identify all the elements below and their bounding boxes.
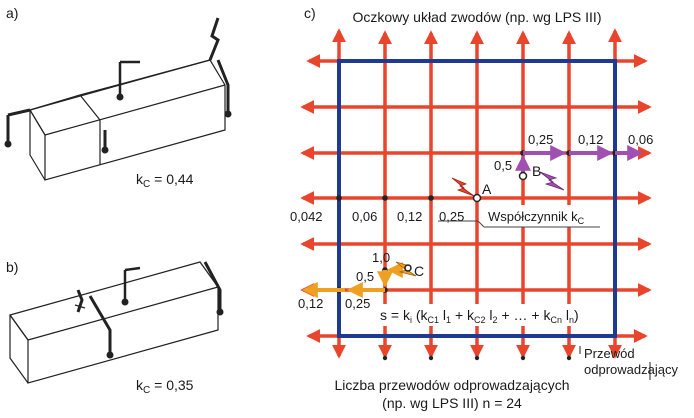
- strike-point-a: [472, 193, 482, 203]
- panel-c-label: c): [304, 5, 316, 21]
- mesh-title: Oczkowy układ zwodów (np. wg LPS III): [353, 9, 602, 25]
- formula: s = ki (kC1 l1 + kC2 l2 + … + kCn ln): [380, 307, 579, 325]
- value-a-2: 0,06: [352, 209, 377, 224]
- panel-b-label: b): [6, 259, 18, 275]
- building-b-grounds: [106, 298, 224, 359]
- ground-node: [566, 355, 572, 361]
- value-b-3: 0,06: [628, 132, 653, 147]
- kc-value-b: kC = 0,35: [136, 377, 194, 396]
- downconductor-count-line1: Liczba przewodów odprowadzających: [334, 377, 569, 393]
- point-label-a: A: [482, 181, 492, 197]
- value-b-2: 0,12: [578, 132, 603, 147]
- junction-node: [428, 195, 434, 201]
- strike-point-c: [404, 264, 412, 272]
- formula-box: [376, 304, 612, 326]
- downconductor-count-line2: (np. wg LPS III) n = 24: [382, 395, 522, 411]
- value-a-4: 0,25: [439, 209, 464, 224]
- value-c-3: 0,12: [298, 296, 323, 311]
- downconductor-label-1: Przewód: [584, 346, 635, 361]
- panel-b: b) kC = 0,35: [6, 259, 224, 396]
- value-b-1: 0,25: [528, 132, 553, 147]
- strike-point-b: [518, 171, 528, 181]
- ground-node: [520, 355, 526, 361]
- path-c-arrows: [301, 262, 403, 298]
- building-b-drawing: [9, 261, 222, 384]
- value-a-1: 0,042: [290, 209, 323, 224]
- building-a-drawing: [6, 17, 230, 181]
- panel-a: a) kC = 0,44: [4, 5, 232, 190]
- value-a-3: 0,12: [397, 209, 422, 224]
- downconductor-label-2: odprowadzający: [584, 362, 678, 377]
- path-b-arrows: [515, 145, 644, 174]
- ground-node: [428, 355, 434, 361]
- building-a-grounds: [4, 93, 232, 154]
- value-c-4: 0,25: [345, 296, 370, 311]
- value-c-2: 0,5: [356, 269, 374, 284]
- panel-a-label: a): [6, 5, 18, 21]
- lightning-strike-icon-a: [451, 177, 475, 197]
- junction-node: [382, 195, 388, 201]
- coef-label: Współczynnik kC: [488, 209, 585, 226]
- value-c-1: 1,0: [372, 250, 390, 265]
- ground-node: [474, 355, 480, 361]
- coef-label-box: [484, 205, 602, 227]
- ground-node: [382, 355, 388, 361]
- junction-node: [336, 195, 342, 201]
- point-label-c: C: [414, 263, 424, 279]
- panel-c: c) Oczkowy układ zwodów (np. wg LPS III)…: [290, 5, 678, 411]
- point-label-b: B: [532, 163, 541, 179]
- lightning-strike-icon-b: [539, 171, 565, 191]
- kc-value-a: kC = 0,44: [136, 171, 194, 190]
- value-b-4: 0,5: [494, 158, 512, 173]
